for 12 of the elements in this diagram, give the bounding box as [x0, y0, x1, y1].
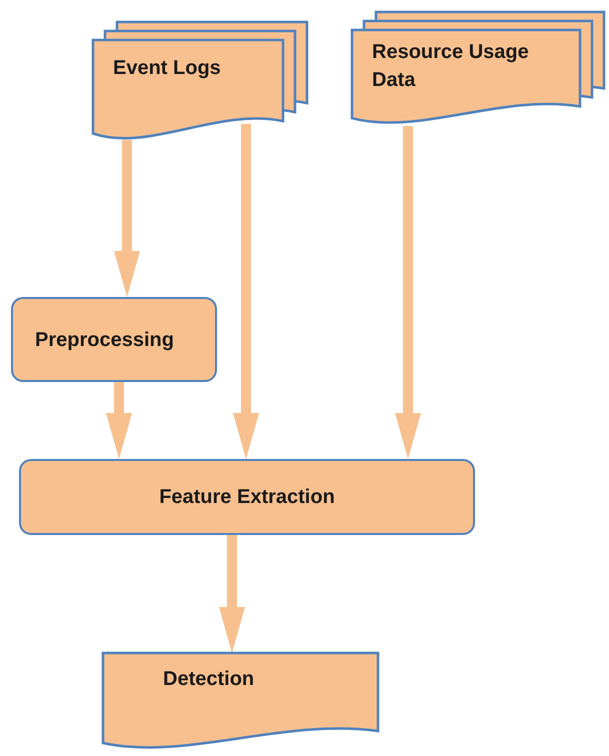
arrow — [219, 535, 245, 653]
arrow — [395, 126, 421, 459]
node-label: Detection — [163, 667, 256, 692]
node-label: Event Logs — [113, 56, 222, 81]
process-box — [19, 459, 475, 535]
process-box — [11, 297, 217, 382]
arrow — [233, 124, 259, 459]
node-label: Preprocessing — [34, 328, 174, 352]
arrow — [106, 382, 132, 459]
node-label: Resource Usage Data — [372, 40, 530, 93]
node-label: Feature Extraction — [159, 485, 335, 510]
arrow — [114, 140, 140, 297]
